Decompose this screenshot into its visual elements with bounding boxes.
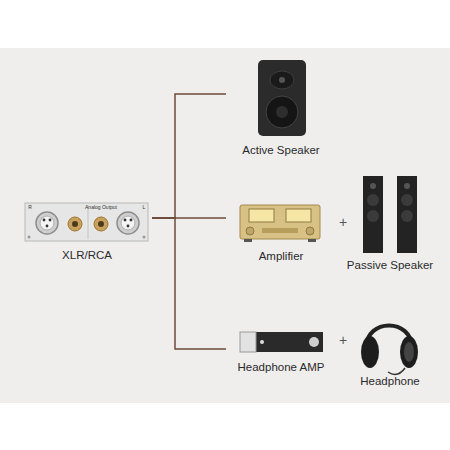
- amplifier-picture: [240, 205, 320, 242]
- signal-connector: [152, 94, 226, 218]
- device-caption: Passive Speaker: [347, 258, 433, 272]
- passive-speaker-picture: [363, 176, 417, 253]
- active-speaker-picture: [258, 60, 306, 136]
- channel-mark: L: [143, 205, 146, 210]
- device-caption: Active Speaker: [242, 143, 319, 157]
- signal-connector: [152, 218, 226, 349]
- amplifier: Amplifier: [226, 198, 336, 265]
- device-caption: Amplifier: [259, 249, 304, 263]
- active-speaker: Active Speaker: [226, 56, 336, 159]
- plus-sign: +: [339, 333, 347, 347]
- device-caption: XLR/RCA: [62, 248, 112, 262]
- passive-speaker: Passive Speaker: [342, 170, 439, 274]
- headphone-amp-picture: [240, 332, 323, 352]
- device-caption: Headphone: [360, 374, 419, 388]
- background-panel: [0, 48, 450, 403]
- headphone-picture: [361, 326, 418, 375]
- source-device: [25, 203, 148, 241]
- headphone-amp: Headphone AMP: [226, 322, 336, 376]
- plus-sign: +: [339, 215, 347, 229]
- headphone: Headphone: [350, 310, 430, 390]
- channel-mark: R: [28, 205, 32, 210]
- device-caption: Headphone AMP: [238, 360, 325, 374]
- panel-caption: Analog Output: [85, 205, 117, 210]
